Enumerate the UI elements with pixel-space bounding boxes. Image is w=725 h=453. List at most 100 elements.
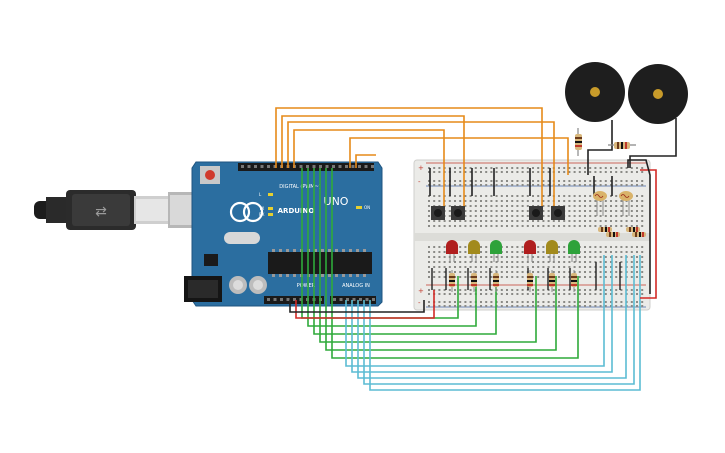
breadboard-hole[interactable]	[495, 180, 498, 182]
breadboard-hole[interactable]	[532, 266, 534, 268]
breadboard-hole[interactable]	[511, 167, 514, 169]
breadboard-hole[interactable]	[615, 305, 618, 307]
breadboard-hole[interactable]	[584, 167, 586, 169]
breadboard-hole[interactable]	[485, 220, 488, 222]
header-pin[interactable]	[352, 298, 356, 301]
breadboard-hole[interactable]	[573, 301, 576, 303]
breadboard-hole[interactable]	[578, 305, 581, 307]
breadboard-hole[interactable]	[532, 271, 534, 273]
breadboard-hole[interactable]	[537, 301, 540, 303]
breadboard-hole[interactable]	[500, 271, 503, 273]
breadboard-hole[interactable]	[630, 167, 633, 169]
breadboard-hole[interactable]	[516, 184, 519, 186]
breadboard-hole[interactable]	[620, 261, 623, 263]
breadboard-hole[interactable]	[568, 200, 571, 202]
breadboard-hole[interactable]	[625, 167, 628, 169]
breadboard-hole[interactable]	[573, 184, 576, 186]
breadboard-hole[interactable]	[563, 271, 566, 273]
breadboard-hole[interactable]	[464, 289, 467, 291]
breadboard-hole[interactable]	[610, 276, 612, 278]
breadboard-hole[interactable]	[521, 210, 524, 212]
breadboard-hole[interactable]	[526, 305, 529, 307]
breadboard-hole[interactable]	[563, 266, 566, 268]
breadboard-hole[interactable]	[625, 184, 628, 186]
breadboard-hole[interactable]	[490, 261, 493, 263]
breadboard-hole[interactable]	[542, 184, 545, 186]
breadboard-hole[interactable]	[589, 167, 592, 169]
breadboard-hole[interactable]	[532, 305, 534, 307]
breadboard-hole[interactable]	[516, 220, 519, 222]
breadboard-hole[interactable]	[490, 220, 493, 222]
breadboard-hole[interactable]	[454, 171, 456, 173]
breadboard-hole[interactable]	[485, 251, 488, 253]
breadboard-hole[interactable]	[454, 293, 456, 295]
breadboard-hole[interactable]	[464, 220, 467, 222]
header-pin[interactable]	[267, 298, 270, 301]
breadboard-hole[interactable]	[558, 266, 560, 268]
breadboard-hole[interactable]	[542, 167, 545, 169]
breadboard-hole[interactable]	[490, 171, 493, 173]
breadboard-hole[interactable]	[495, 261, 498, 263]
breadboard-hole[interactable]	[615, 225, 618, 227]
breadboard-hole[interactable]	[438, 271, 441, 273]
breadboard-hole[interactable]	[474, 200, 477, 202]
breadboard-hole[interactable]	[547, 180, 550, 182]
resistor[interactable]	[608, 142, 636, 149]
breadboard-hole[interactable]	[604, 261, 607, 263]
breadboard-hole[interactable]	[563, 167, 566, 169]
breadboard-hole[interactable]	[428, 205, 430, 207]
breadboard-hole[interactable]	[599, 205, 602, 207]
pushbutton[interactable]	[529, 206, 543, 220]
breadboard-hole[interactable]	[604, 271, 607, 273]
breadboard-hole[interactable]	[630, 180, 633, 182]
breadboard-hole[interactable]	[454, 220, 456, 222]
pushbutton[interactable]	[551, 206, 565, 220]
resistor[interactable]	[493, 270, 499, 292]
breadboard-hole[interactable]	[506, 210, 508, 212]
breadboard-hole[interactable]	[454, 256, 456, 258]
black-wire[interactable]	[629, 118, 677, 168]
breadboard-hole[interactable]	[433, 251, 436, 253]
breadboard-hole[interactable]	[428, 184, 430, 186]
breadboard-hole[interactable]	[428, 225, 430, 227]
breadboard-hole[interactable]	[558, 261, 560, 263]
breadboard-hole[interactable]	[547, 220, 550, 222]
breadboard-hole[interactable]	[563, 220, 566, 222]
breadboard-hole[interactable]	[448, 215, 451, 217]
breadboard-hole[interactable]	[464, 261, 467, 263]
breadboard-hole[interactable]	[495, 220, 498, 222]
breadboard-hole[interactable]	[433, 276, 436, 278]
breadboard-hole[interactable]	[480, 271, 482, 273]
breadboard-hole[interactable]	[578, 200, 581, 202]
breadboard-hole[interactable]	[563, 276, 566, 278]
breadboard-hole[interactable]	[511, 301, 514, 303]
breadboard-hole[interactable]	[568, 205, 571, 207]
breadboard-hole[interactable]	[480, 205, 482, 207]
breadboard-hole[interactable]	[604, 180, 607, 182]
breadboard-hole[interactable]	[625, 220, 628, 222]
breadboard-hole[interactable]	[469, 261, 472, 263]
breadboard-hole[interactable]	[589, 301, 592, 303]
breadboard-hole[interactable]	[428, 167, 430, 169]
orange-wire[interactable]	[355, 154, 376, 168]
header-pin[interactable]	[299, 298, 303, 301]
breadboard-hole[interactable]	[578, 225, 581, 227]
breadboard-hole[interactable]	[568, 261, 571, 263]
breadboard-hole[interactable]	[464, 276, 467, 278]
pushbutton[interactable]	[451, 206, 465, 220]
breadboard-hole[interactable]	[558, 305, 560, 307]
breadboard-hole[interactable]	[490, 225, 493, 227]
breadboard-hole[interactable]	[547, 210, 550, 212]
breadboard-hole[interactable]	[558, 251, 560, 253]
breadboard-hole[interactable]	[630, 200, 633, 202]
breadboard-hole[interactable]	[495, 225, 498, 227]
photoresistor[interactable]	[593, 191, 607, 216]
header-pin[interactable]	[312, 165, 316, 168]
breadboard-hole[interactable]	[516, 301, 519, 303]
breadboard-hole[interactable]	[485, 256, 488, 258]
breadboard-hole[interactable]	[454, 261, 456, 263]
breadboard-hole[interactable]	[630, 266, 633, 268]
breadboard-hole[interactable]	[589, 271, 592, 273]
breadboard-hole[interactable]	[526, 167, 529, 169]
breadboard-hole[interactable]	[500, 210, 503, 212]
